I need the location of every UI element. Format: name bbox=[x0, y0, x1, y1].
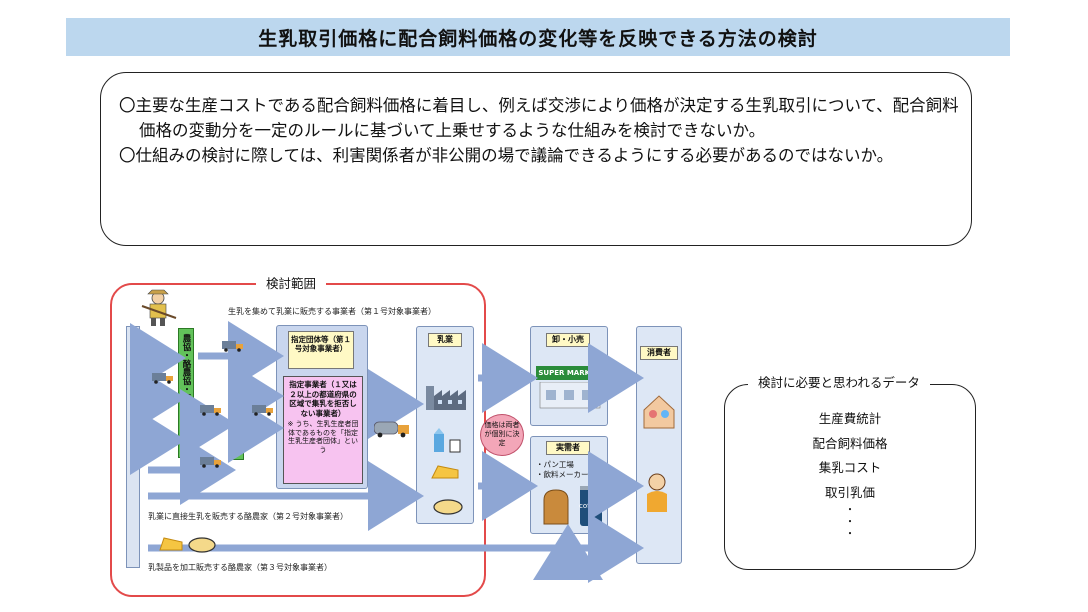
designated-operator-box: 指定事業者（１又は２以上の都道府県の区域で集乳を拒否しない事業者） ※ うち、生… bbox=[283, 376, 363, 484]
data-item-transaction-milk-price: 取引乳価 bbox=[824, 484, 875, 500]
designated-group-label: 指定団体等（第１号対象事業者） bbox=[288, 331, 354, 369]
price-note-badge: 価格は両者が個別に決定 bbox=[480, 414, 524, 456]
route1-label: 生乳を集めて乳業に販売する事業者（第１号対象事業者） bbox=[228, 307, 436, 316]
proposal-point-1: 〇主要な生産コストである配合飼料価格に着目し、例えば交渉により価格が決定する生乳… bbox=[119, 96, 959, 140]
route2-label: 乳業に直接生乳を販売する酪農家（第２号対象事業者） bbox=[148, 512, 348, 521]
page-title: 生乳取引価格に配合飼料価格の変化等を反映できる方法の検討 bbox=[258, 27, 818, 50]
consumer-person-icon bbox=[647, 473, 667, 512]
supermarket-sign: SUPER MARKET bbox=[536, 366, 602, 380]
farmer-illustration-icon bbox=[141, 289, 177, 326]
designated-note: ※ うち、生乳生産者団体であるものを「指定生乳生産者団体」という bbox=[287, 420, 359, 454]
milk-carton-icon bbox=[434, 428, 461, 453]
cheese-icon bbox=[431, 465, 459, 479]
designated-operator-label: 指定事業者（１又は２以上の都道府県の区域で集乳を拒否しない事業者） bbox=[289, 380, 357, 418]
title-bar: 生乳取引価格に配合飼料価格の変化等を反映できる方法の検討 bbox=[66, 18, 1010, 56]
truck-icon bbox=[200, 405, 221, 416]
bread-icon bbox=[543, 489, 569, 525]
dairy-industry-column bbox=[416, 326, 474, 524]
data-needed-title: 検討に必要と思われるデータ bbox=[748, 372, 930, 391]
data-item-feed-price: 配合飼料価格 bbox=[812, 435, 888, 451]
truck-icon bbox=[200, 457, 221, 468]
dairy-products-icon bbox=[159, 537, 216, 553]
data-dot: ・ bbox=[845, 505, 855, 516]
proposal-point-2: 〇仕組みの検討に際しては、利害関係者が非公開の場で議論できるようにする必要がある… bbox=[119, 146, 894, 165]
family-icon bbox=[643, 395, 675, 429]
wholesale-label: 卸・小売 bbox=[546, 333, 590, 347]
data-item-collection-cost: 集乳コスト bbox=[818, 460, 882, 475]
dairy-industry-label: 乳業 bbox=[428, 333, 462, 347]
proposal-box: 〇主要な生産コストである配合飼料価格に着目し、例えば交渉により価格が決定する生乳… bbox=[100, 72, 972, 246]
truck-icon bbox=[152, 373, 173, 384]
data-needed-box: 生産費統計 配合飼料価格 集乳コスト 取引乳価 ・ ・ ・ bbox=[724, 384, 976, 570]
demand-items: ・パン工場 ・飲料メーカー等 bbox=[536, 460, 596, 479]
data-item-production-cost: 生産費統計 bbox=[818, 411, 882, 426]
scope-label: 検討範囲 bbox=[256, 273, 327, 292]
data-dot: ・ bbox=[845, 517, 855, 528]
factory-icon bbox=[426, 386, 466, 410]
truck-icon bbox=[222, 341, 243, 352]
tanker-truck-icon bbox=[374, 421, 409, 438]
data-dot: ・ bbox=[845, 529, 855, 540]
demand-label: 実需者 bbox=[546, 441, 590, 455]
route3-label: 乳製品を加工販売する酪農家（第３号対象事業者） bbox=[148, 563, 332, 572]
truck-icon bbox=[252, 405, 273, 416]
butter-icon bbox=[433, 499, 463, 515]
